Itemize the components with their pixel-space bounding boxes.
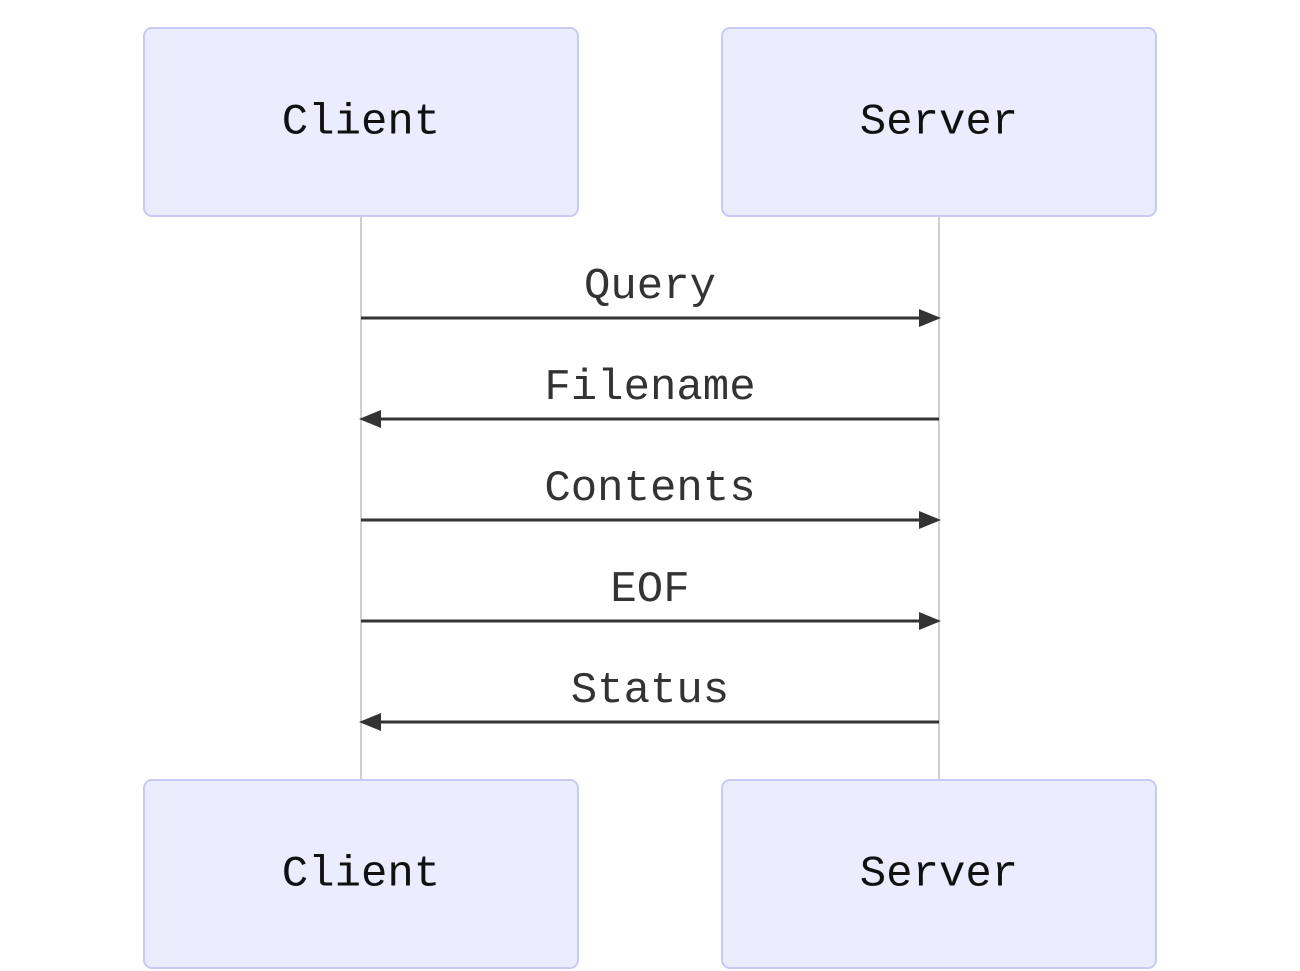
message-contents-label: Contents: [544, 464, 755, 514]
message-query-label: Query: [584, 262, 716, 312]
message-query: Query: [361, 262, 941, 327]
message-contents: Contents: [361, 464, 941, 529]
actor-server-top: Server: [721, 27, 1157, 217]
actor-client-bottom-label: Client: [282, 850, 440, 900]
actor-server-bottom: Server: [721, 779, 1157, 969]
message-query-arrowhead: [919, 309, 941, 327]
actor-client-top: Client: [143, 27, 579, 217]
message-filename-arrowhead: [359, 410, 381, 428]
actor-client-top-label: Client: [282, 98, 440, 148]
message-contents-arrowhead: [919, 511, 941, 529]
message-eof-label: EOF: [610, 565, 689, 615]
actor-client-bottom: Client: [143, 779, 579, 969]
message-status-arrowhead: [359, 713, 381, 731]
actor-server-bottom-label: Server: [860, 850, 1018, 900]
message-status-label: Status: [571, 666, 729, 716]
message-filename: Filename: [359, 363, 939, 428]
message-filename-label: Filename: [544, 363, 755, 413]
message-eof: EOF: [361, 565, 941, 630]
message-status: Status: [359, 666, 939, 731]
actor-server-top-label: Server: [860, 98, 1018, 148]
message-eof-arrowhead: [919, 612, 941, 630]
